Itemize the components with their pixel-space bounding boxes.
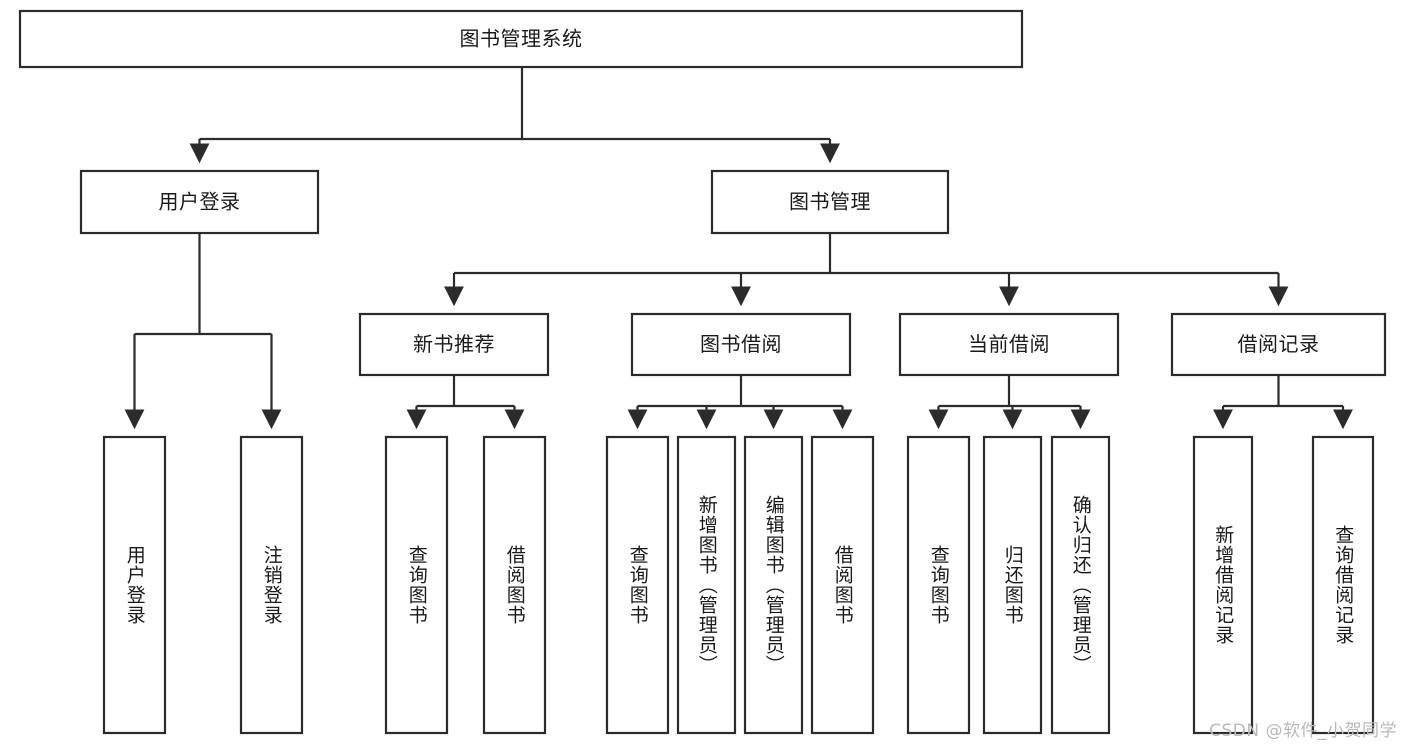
node-user-login[interactable]: 用户登录 xyxy=(79,169,320,235)
node-root[interactable]: 图书管理系统 xyxy=(18,9,1024,69)
node-leaf-add-borrow-record[interactable] xyxy=(1192,435,1254,735)
node-leaf-add-book-admin[interactable] xyxy=(676,435,737,735)
node-leaf-confirm-return-admin[interactable] xyxy=(1050,435,1111,735)
node-leaf-borrow-book-2[interactable] xyxy=(810,435,875,735)
node-book-borrow-label: 图书借阅 xyxy=(700,332,782,356)
node-book-manage-label: 图书管理 xyxy=(789,190,871,214)
node-leaf-logout-login[interactable] xyxy=(239,435,304,735)
node-user-login-label: 用户登录 xyxy=(159,190,241,214)
node-leaf-borrow-book-1[interactable] xyxy=(482,435,547,735)
node-leaf-return-book[interactable] xyxy=(982,435,1043,735)
node-current-borrow-label: 当前借阅 xyxy=(968,332,1050,356)
node-borrow-record[interactable]: 借阅记录 xyxy=(1170,312,1387,377)
connector-lines xyxy=(124,67,1353,430)
node-current-borrow[interactable]: 当前借阅 xyxy=(898,312,1120,377)
node-leaf-query-book-1[interactable] xyxy=(384,435,449,735)
node-leaf-query-book-2[interactable] xyxy=(605,435,670,735)
node-borrow-record-label: 借阅记录 xyxy=(1238,332,1320,356)
watermark-text: CSDN @软件_小贺同学 xyxy=(1209,721,1397,741)
node-leaf-query-borrow-record[interactable] xyxy=(1311,435,1375,735)
node-new-book-recommend-label: 新书推荐 xyxy=(413,332,495,356)
node-root-label: 图书管理系统 xyxy=(460,27,583,51)
node-new-book-recommend[interactable]: 新书推荐 xyxy=(358,312,550,377)
node-leaf-query-book-3[interactable] xyxy=(906,435,971,735)
node-leaf-edit-book-admin[interactable] xyxy=(743,435,804,735)
node-book-borrow[interactable]: 图书借阅 xyxy=(630,312,852,377)
node-leaf-user-login[interactable] xyxy=(102,435,167,735)
node-book-manage[interactable]: 图书管理 xyxy=(710,169,950,235)
